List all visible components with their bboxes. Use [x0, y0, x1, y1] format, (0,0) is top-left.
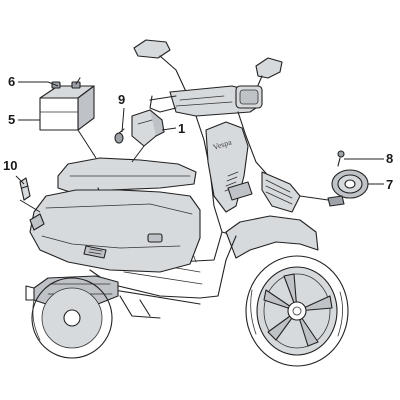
callout-10: 10: [3, 158, 17, 173]
callout-labels: 6 5 9 1 10 8 7: [3, 74, 393, 192]
rear-wheel-icon: [31, 277, 113, 359]
front-shield: Vespa: [195, 111, 301, 237]
scooter-body: Vespa: [25, 39, 349, 367]
callout-7: 7: [386, 177, 393, 192]
rear-light: [29, 213, 45, 231]
callout-9: 9: [118, 92, 125, 107]
fuse-part-icon: [19, 177, 31, 201]
battery-icon: [39, 77, 95, 131]
center-stand: [119, 295, 161, 319]
left-mirror-icon: [133, 39, 189, 97]
handlebar-headset: [149, 85, 263, 117]
front-wheel-icon: [245, 255, 349, 367]
leader-lines: [15, 81, 384, 213]
callout-8: 8: [386, 151, 393, 166]
relay-icon: [131, 109, 165, 147]
fuse-holder-icon: [114, 128, 125, 144]
callout-5: 5: [8, 112, 15, 127]
horn-icon: [327, 150, 369, 207]
callout-1: 1: [178, 121, 185, 136]
callout-6: 6: [8, 74, 15, 89]
front-fender: [217, 215, 319, 297]
right-mirror-icon: [251, 57, 283, 105]
rear-side-panel: [29, 189, 201, 273]
